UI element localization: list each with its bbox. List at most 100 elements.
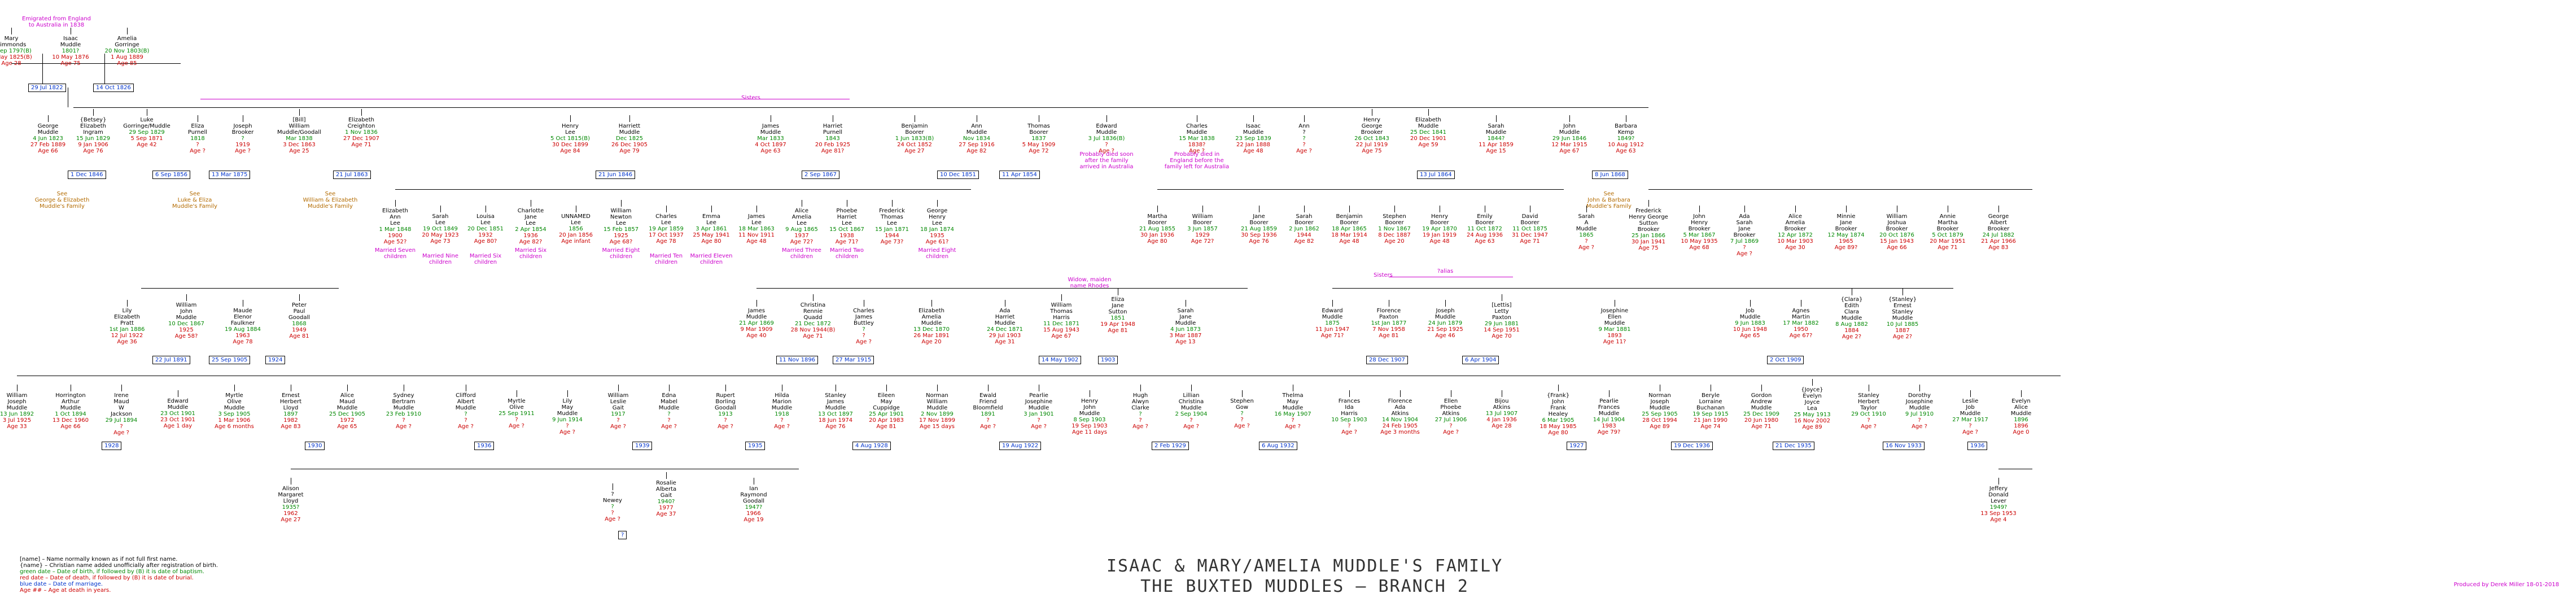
person-name: UNNAMED (561, 213, 591, 220)
marriage-date: 4 Aug 1928 (852, 442, 891, 450)
connector-line (756, 206, 757, 212)
connector-line (931, 300, 932, 307)
person-name: Stephen (1230, 398, 1254, 404)
person-name: Goodall (714, 405, 737, 411)
marriage-date: 2 Feb 1929 (1152, 442, 1189, 450)
birth-date: ? (241, 136, 244, 142)
birth-date: 23 Oct 1901 (160, 411, 195, 417)
death-date: 31 Dec 1947 (1512, 232, 1548, 238)
birth-date: 23 Feb 1910 (386, 411, 422, 417)
connector-line (1400, 390, 1401, 397)
age-at-death: Age 71 (1751, 424, 1772, 430)
person-name: Muddle (455, 405, 476, 411)
age-at-death: Age ? (1341, 429, 1357, 435)
person-name: Gorringe/Muddle (123, 123, 170, 129)
age-at-death: Age ? (610, 424, 626, 430)
birth-date: 1st Jan 1877 (1371, 320, 1407, 326)
age-at-death: Age ? (1578, 245, 1594, 251)
person-name: Elizabeth (348, 117, 374, 123)
person-name: Creighton (347, 123, 375, 129)
marriage-date: 21 Dec 1935 (1773, 442, 1814, 450)
age-at-death: Age 15 days (919, 424, 955, 430)
remark-note: Married Eight children (912, 247, 963, 260)
remark-line: Married Six children (469, 253, 502, 265)
age-at-death: Age 71? (1320, 333, 1344, 339)
person-name: May (880, 399, 893, 405)
marriage-date: 11 Nov 1896 (776, 356, 819, 364)
connector-line (988, 385, 989, 391)
birth-date: 1918 (775, 411, 789, 417)
person-name: Margaret (278, 492, 304, 498)
age-at-death: Age 2? (1842, 334, 1862, 340)
connector-line (1744, 206, 1745, 212)
connector-line (48, 115, 49, 122)
connector-line (1648, 200, 1649, 207)
annotation-line: Probably died soon (1079, 151, 1134, 158)
person-name: Muddle (926, 405, 948, 411)
person-name: Donald (1988, 492, 2009, 498)
connector-line (886, 385, 887, 391)
person-name: Benjamin (1336, 213, 1363, 220)
remark-line: Married Eight children (602, 247, 640, 260)
death-date: 1925 (179, 327, 194, 333)
birth-date: 2 Apr 1854 (515, 226, 546, 233)
person-name: Boorer (1385, 220, 1404, 226)
marriage-date: 19 Dec 1936 (1671, 442, 1713, 450)
person-name: Lily (562, 398, 572, 404)
person-name: Jane (1179, 314, 1192, 320)
death-date: 1983 (1602, 423, 1616, 429)
age-at-death: Age 40 (746, 333, 767, 339)
person-name: Atkins (1493, 404, 1511, 411)
person-name: Charles (1186, 123, 1208, 129)
person-name: Isaac (63, 36, 78, 42)
birth-date: 13 Jun 1892 (0, 411, 34, 417)
death-date: 11 Nov 1911 (738, 232, 775, 238)
person-name: Muddle (1175, 320, 1196, 326)
age-at-death: Age 80 (1548, 430, 1568, 436)
person-name: Maud (113, 399, 129, 405)
death-date: 25 May 1941 (693, 232, 730, 238)
age-at-death: Age 42 (137, 142, 157, 148)
annotation-line: See (325, 191, 336, 197)
person-name: Marion (772, 399, 792, 405)
age-at-death: Age 82 (966, 148, 987, 154)
person-name: Horrington (55, 392, 86, 399)
age-at-death: Age 72? (790, 239, 814, 245)
person-name: Martin (1792, 314, 1810, 320)
person-name: Sarah (1578, 213, 1595, 220)
age-at-death: Age 79 (619, 148, 640, 154)
age-at-death: Age 73 (430, 238, 451, 245)
person-name: Lillian (1183, 392, 1200, 399)
death-date: 20 Apr 1983 (869, 417, 904, 424)
connector-line (121, 385, 122, 391)
person-name: Amelia (791, 214, 812, 220)
birth-date: 21 Aug 1855 (1139, 226, 1176, 232)
marriage-date: 13 Mar 1875 (209, 171, 251, 179)
person-name: Paul (293, 308, 305, 315)
person-name: Norman (1648, 392, 1671, 399)
birth-date: 15 Feb 1857 (603, 226, 639, 233)
connector-line (1496, 115, 1497, 122)
person-name: [Bill] (292, 117, 306, 123)
birth-date: 12 Apr 1872 (1778, 232, 1813, 238)
person-name: Harris (1053, 315, 1070, 321)
death-date: 13 Dec 1960 (53, 417, 89, 424)
age-at-death: Age 76 (1249, 238, 1269, 245)
death-date: 28 Oct 1994 (1642, 417, 1677, 424)
death-date: ? (464, 417, 467, 424)
marriage-date: 1930 (305, 442, 325, 450)
age-at-death: Age 81 (876, 424, 896, 430)
birth-date: 1st Jan 1886 (109, 326, 145, 333)
